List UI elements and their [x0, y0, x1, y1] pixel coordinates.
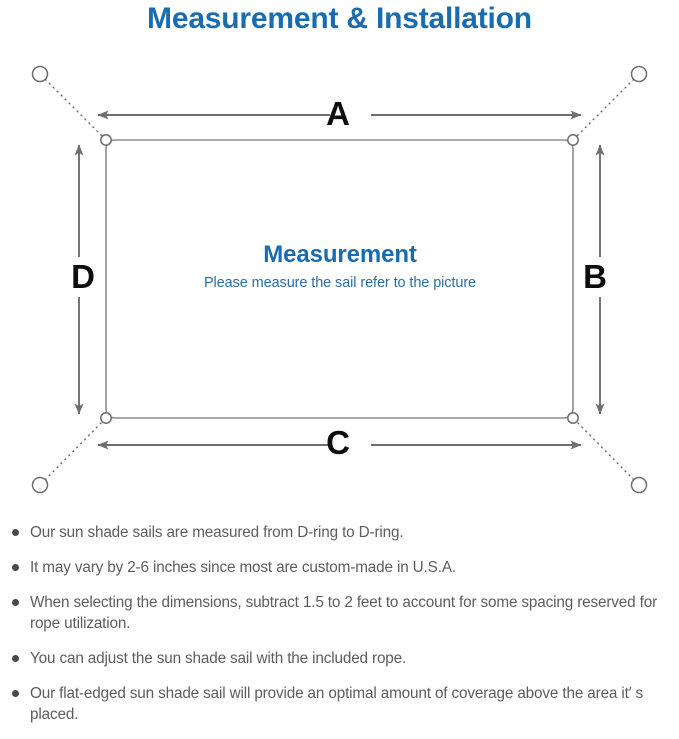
- rope-bottom-left: [40, 419, 105, 485]
- list-item-text: You can adjust the sun shade sail with t…: [30, 650, 407, 667]
- d-ring-top-right: [567, 134, 579, 146]
- bullet-icon: [12, 564, 19, 571]
- d-ring-top-left: [100, 134, 112, 146]
- dimension-label-b: B: [583, 258, 607, 295]
- d-ring-bottom-left: [100, 412, 112, 424]
- dimension-label-c: C: [326, 424, 350, 461]
- d-ring-bottom-right: [567, 412, 579, 424]
- rope-top-left: [40, 74, 105, 139]
- rope-bottom-right: [574, 419, 639, 485]
- dimension-label-a: A: [326, 95, 350, 132]
- list-item-text: When selecting the dimensions, subtract …: [30, 594, 658, 632]
- bullet-icon: [12, 529, 19, 536]
- rope-top-right: [574, 74, 639, 139]
- anchor-ring-top-left: [31, 65, 49, 83]
- measurement-diagram: A B C D Measurement Please measure the s…: [0, 44, 679, 514]
- page-title: Measurement & Installation: [147, 2, 532, 35]
- list-item: When selecting the dimensions, subtract …: [0, 592, 679, 634]
- diagram-svg: [31, 65, 648, 494]
- list-item-text: Our flat-edged sun shade sail will provi…: [30, 685, 644, 723]
- sail-caption-title: Measurement: [263, 241, 417, 268]
- bullet-icon: [12, 655, 19, 662]
- sail-caption-subtitle: Please measure the sail refer to the pic…: [203, 275, 477, 291]
- anchor-ring-bottom-right: [630, 476, 648, 494]
- bullet-icon: [12, 690, 19, 697]
- dimension-label-d: D: [71, 258, 95, 295]
- list-item: Our flat-edged sun shade sail will provi…: [0, 683, 679, 725]
- list-item: It may vary by 2-6 inches since most are…: [0, 557, 679, 578]
- anchor-ring-top-right: [630, 65, 648, 83]
- sail-body: [105, 139, 574, 419]
- list-item: Our sun shade sails are measured from D-…: [0, 522, 679, 543]
- anchor-ring-bottom-left: [31, 476, 49, 494]
- notes-list: Our sun shade sails are measured from D-…: [0, 522, 679, 739]
- list-item: You can adjust the sun shade sail with t…: [0, 648, 679, 669]
- sail-caption: Measurement Please measure the sail refe…: [110, 240, 570, 294]
- bullet-icon: [12, 599, 19, 606]
- list-item-text: It may vary by 2-6 inches since most are…: [30, 559, 456, 576]
- list-item-text: Our sun shade sails are measured from D-…: [30, 524, 404, 541]
